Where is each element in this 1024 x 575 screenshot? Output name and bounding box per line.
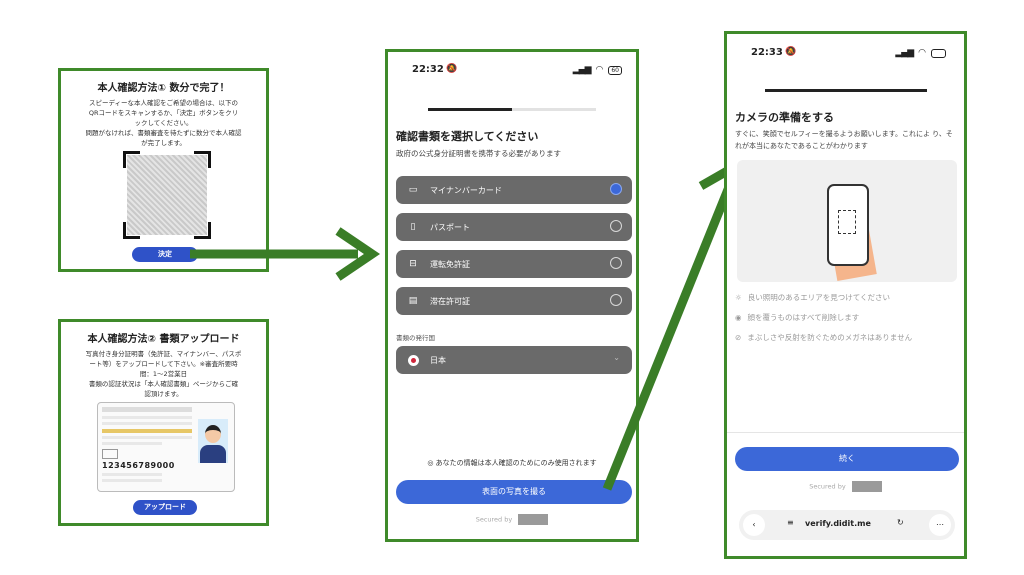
progress-bar [765, 89, 927, 92]
country-select[interactable]: 日本 ⌄ [396, 346, 632, 374]
method2-title: 本人確認方法② 書類アップロード [87, 334, 240, 345]
method1-panel: 本人確認方法① 数分で完了！ スピーディーな本人確認をご希望の場合は、以下の Q… [58, 68, 269, 272]
sun-icon: ☼ [735, 293, 742, 302]
option-mynumber[interactable]: ▭ マイナンバーカード [396, 176, 632, 204]
status-icons: ▂▄▆ ◠ 60 [573, 65, 622, 75]
qr-code[interactable] [123, 151, 211, 239]
battery-icon: 60 [608, 65, 622, 75]
hint-lighting: ☼ 良い照明のあるエリアを見つけてください [735, 293, 891, 302]
bell-off-icon: 🔕 [785, 47, 797, 57]
didit-logo [518, 514, 549, 525]
method1-title: 本人確認方法① 数分で完了！ [97, 83, 230, 94]
radio[interactable] [610, 220, 622, 232]
no-glasses-icon: ⊘ [735, 333, 742, 342]
eye-icon: ◉ [735, 313, 742, 322]
page-icon: ≡ [787, 518, 794, 527]
status-time: 22:32 [412, 64, 444, 75]
status-icons: ▂▄▆ ◠ [895, 48, 946, 58]
id-card-icon: ▭ [408, 185, 418, 195]
country-label: 書類の発行国 [396, 334, 435, 342]
secured-by: Secured by [727, 481, 964, 492]
method1-desc: スピーディーな本人確認をご希望の場合は、以下の QRコードをスキャンするか、「決… [85, 99, 242, 147]
japan-flag-icon [406, 353, 420, 367]
battery-icon [931, 48, 946, 58]
option-drivers-license[interactable]: ⊟ 運転免許証 [396, 250, 632, 278]
radio[interactable] [610, 294, 622, 306]
option-passport[interactable]: ▯ パスポート [396, 213, 632, 241]
secured-by: Secured by [388, 514, 636, 525]
id-card-illustration: 123456789000 [97, 402, 235, 492]
radio-selected[interactable] [610, 183, 622, 195]
decide-button[interactable]: 決定 [132, 247, 198, 262]
signal-icon: ▂▄▆ [572, 65, 592, 75]
info-row: ◎ あなたの情報は本人確認のためにのみ使用されます [427, 459, 597, 467]
back-icon[interactable]: ‹ [743, 514, 765, 536]
page-subtitle: すぐに、笑顔でセルフィーを撮るようお願いします。これによ り、それが本当にあなた… [735, 130, 953, 150]
page-title: カメラの準備をする [735, 111, 834, 124]
wifi-icon: ◠ [595, 65, 604, 75]
shield-icon: ◎ [427, 459, 434, 467]
hint-glasses: ⊘ まぶしさや反射を防ぐためのメガネはありません [735, 333, 913, 342]
browser-bar: ‹ ≡ verify.didit.me ↻ ⋯ [739, 510, 955, 540]
phone2-panel: 22:33 🔕 ▂▄▆ ◠ カメラの準備をする すぐに、笑顔でセルフィーを撮るよ… [724, 31, 967, 559]
arrow-right-icon [190, 227, 381, 281]
option-residence-card[interactable]: ▤ 滞在許可証 [396, 287, 632, 315]
upload-button[interactable]: アップロード [133, 500, 197, 515]
continue-button[interactable]: 続く [735, 447, 959, 471]
phone1-panel: 22:32 🔕 ▂▄▆ ◠ 60 確認書類を選択してください 政府の公式身分証明… [385, 49, 639, 542]
residence-card-icon: ▤ [408, 296, 418, 306]
chevron-down-icon: ⌄ [613, 353, 620, 362]
reload-icon[interactable]: ↻ [897, 518, 904, 527]
person-photo [198, 419, 228, 463]
more-icon[interactable]: ⋯ [929, 514, 951, 536]
method2-desc: 写真付き身分証明書（免許証、マイナンバー、パスポ ート等）をアップロードして下さ… [85, 350, 242, 398]
take-photo-button[interactable]: 表面の写真を撮る [396, 480, 632, 504]
page-subtitle: 政府の公式身分証明書を携帯する必要があります [396, 149, 561, 158]
url-bar[interactable]: verify.didit.me [805, 519, 871, 528]
divider [727, 432, 964, 433]
car-icon: ⊟ [409, 259, 417, 269]
method2-panel: 本人確認方法② 書類アップロード 写真付き身分証明書（免許証、マイナンバー、パス… [58, 319, 269, 526]
smartphone-icon [827, 184, 869, 266]
signal-icon: ▂▄▆ [895, 48, 914, 58]
card-number: 123456789000 [102, 461, 175, 470]
status-time: 22:33 [751, 47, 783, 58]
radio[interactable] [610, 257, 622, 269]
didit-logo [851, 481, 882, 492]
hint-face: ◉ 顔を覆うものはすべて削除します [735, 313, 860, 322]
progress-bar [428, 108, 596, 111]
page-title: 確認書類を選択してください [396, 130, 539, 143]
selfie-illustration [737, 160, 957, 282]
passport-icon: ▯ [410, 222, 416, 232]
wifi-icon: ◠ [918, 48, 926, 58]
bell-off-icon: 🔕 [446, 64, 458, 74]
